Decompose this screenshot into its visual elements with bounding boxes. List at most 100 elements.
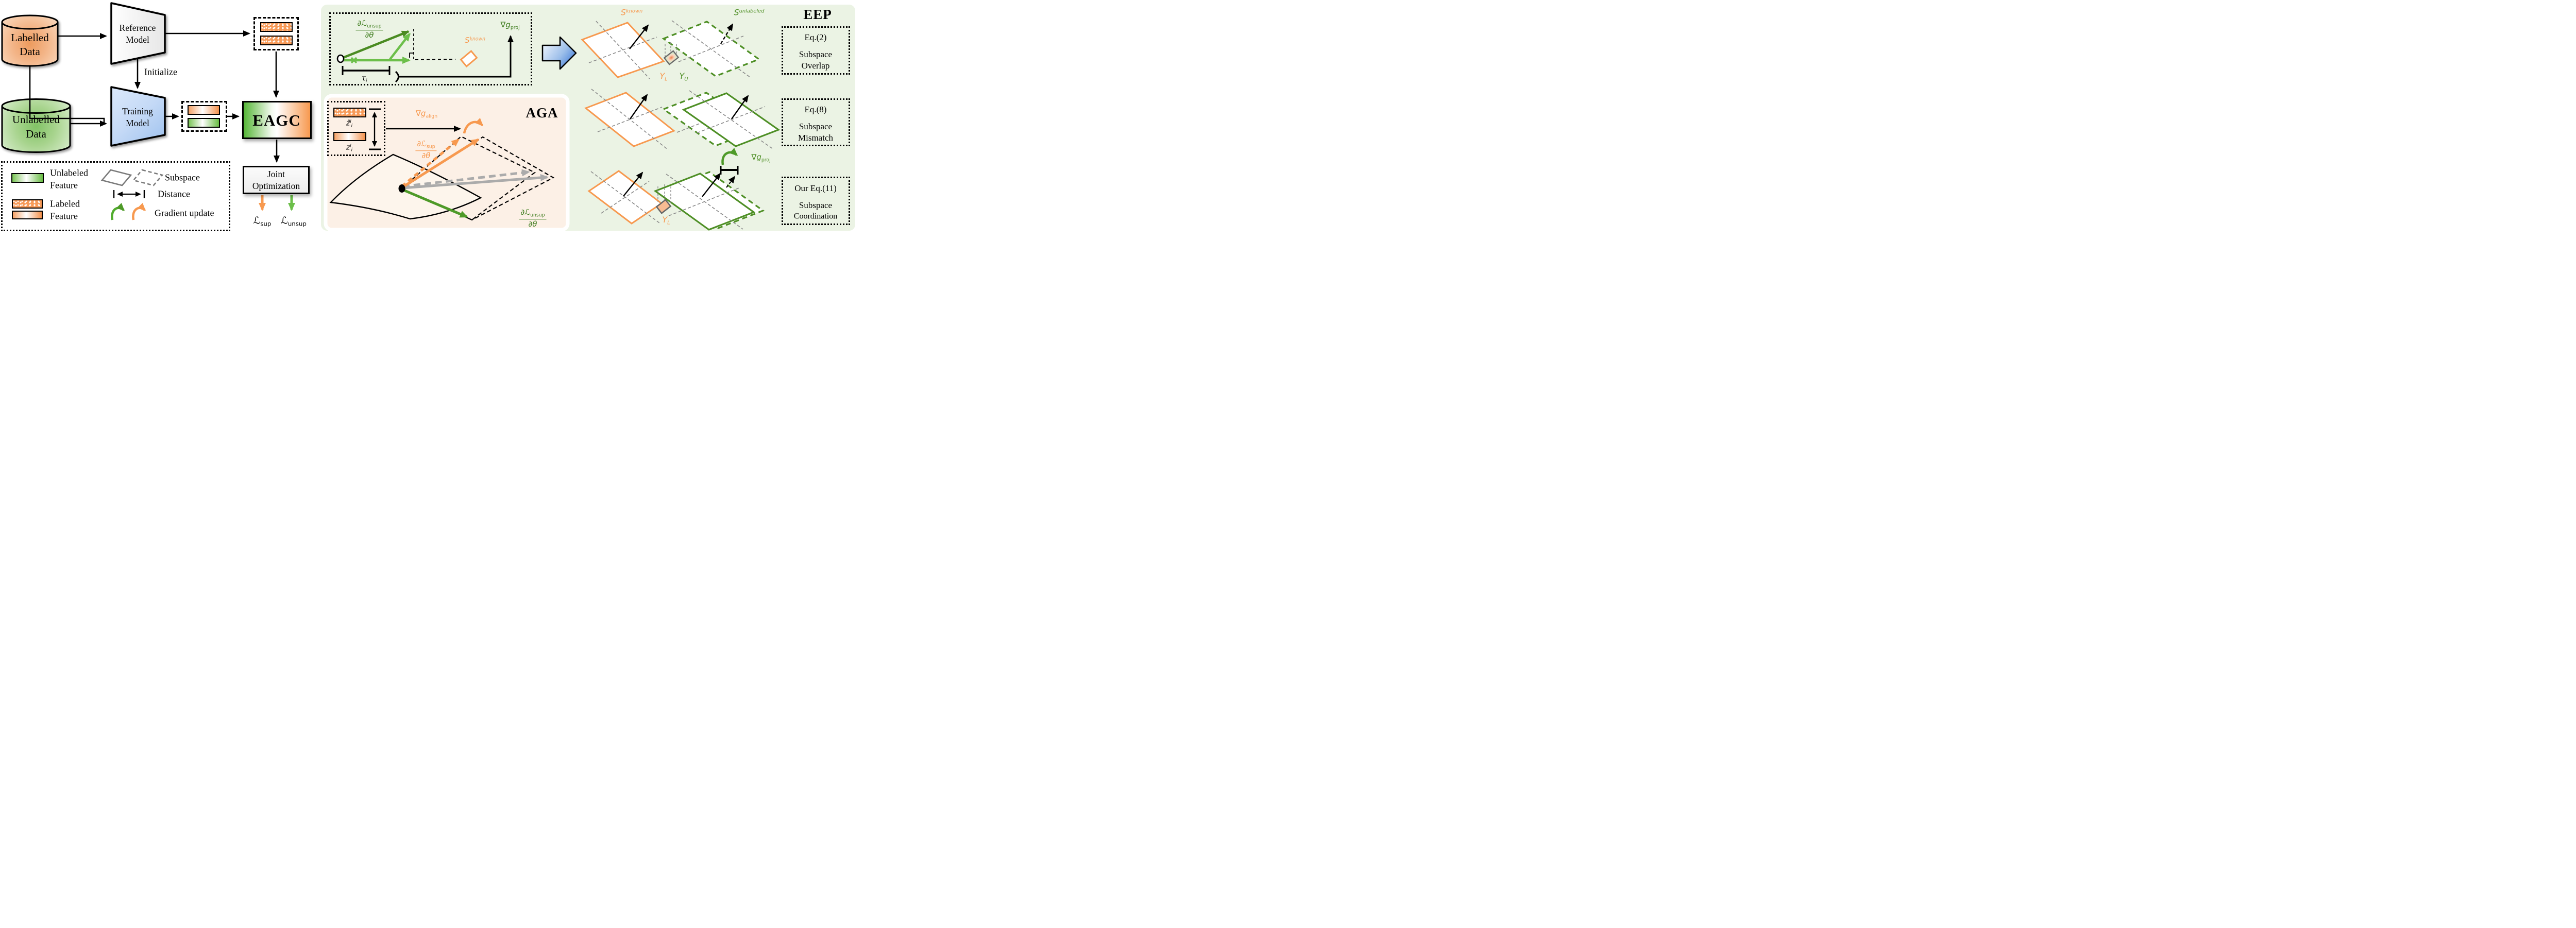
proj-s-known-label: Sknown <box>465 36 485 45</box>
row2-green-normal-arrow <box>731 95 749 119</box>
eq8-line2: Mismatch <box>798 133 833 143</box>
projection-component-arrow <box>389 32 411 60</box>
aga-frac-sup-den: ∂θ <box>421 150 431 160</box>
eep-s-known-s: S <box>620 7 626 18</box>
eep-row3 <box>587 166 765 231</box>
proj-g-proj-sub: proj <box>510 25 520 31</box>
eep-s-known-sup: known <box>625 8 643 14</box>
flowchart-connectors <box>29 30 280 163</box>
eq8-box <box>782 98 850 146</box>
aga-zhat-z: ẑ <box>346 119 350 128</box>
aga-g-align-g: ∇g <box>415 109 426 118</box>
legend-labeled-feature-line1: Labeled <box>50 198 80 209</box>
eagc-box <box>242 101 312 139</box>
proj-g-proj-label: ∇gproj <box>500 21 519 30</box>
row1-green-grid <box>671 20 751 78</box>
aggregate-gradient-arrow-solid <box>402 174 549 190</box>
loss-sup-sub: sup <box>260 220 272 228</box>
proj-frac-num: ∂ℒ <box>357 19 367 28</box>
right-angle-mark <box>409 53 414 58</box>
row2-orange-grid <box>591 89 669 150</box>
proj-grad-unsup-fraction: ∂ℒunsup ∂θ <box>355 19 383 40</box>
legend-subspace-label: Subspace <box>165 172 200 183</box>
row3-orange-normal-arrow <box>623 171 643 197</box>
projection-panel-shapes <box>336 29 514 83</box>
row3-orange-grid <box>590 171 660 224</box>
tau-distance-marker <box>342 66 391 75</box>
eep-y-l-row3-sub: L <box>667 220 670 226</box>
eep-g-proj-sub: proj <box>761 157 771 163</box>
row3-green-normal-arrow <box>702 173 721 197</box>
row3-green-normal-arrow-dashed <box>726 176 736 188</box>
aga-frac-unsup-num-sub: unsup <box>530 212 545 218</box>
aga-frac-sup-num: ∂ℒ <box>417 139 427 149</box>
legend-subspace-solid <box>100 169 132 186</box>
g-proj-arrow <box>399 35 514 78</box>
labeled-feature-rect-1 <box>260 22 293 32</box>
eep-g-proj-label: ∇gproj <box>751 153 770 163</box>
projection-dashed-horizontal <box>415 59 456 60</box>
legend-labeled-feature-line2: Feature <box>50 211 78 221</box>
eep-y-u-label: YU <box>679 72 688 82</box>
tau-bracket <box>395 71 399 83</box>
row1-overlap-projectors <box>665 42 677 57</box>
eep-y-u-sub: U <box>684 76 688 82</box>
row3-green-grid <box>666 174 743 230</box>
eep-y-l-sub: L <box>665 76 668 82</box>
row1-orange-grid <box>588 21 657 79</box>
unlabelled-data-cylinder <box>1 98 71 153</box>
eq2-box <box>782 26 850 75</box>
legend-gradient-update-orange-icon <box>132 202 146 220</box>
eq2-label: Eq.(2) <box>804 32 827 43</box>
sup-gradient-arrow-solid <box>402 138 480 188</box>
row3-overlap-projectors <box>657 184 671 203</box>
joint-optimization-box <box>243 166 310 194</box>
loss-unsup-l: ℒ <box>281 215 288 227</box>
eep-row2 <box>584 89 781 150</box>
proj-frac-den: ∂θ <box>365 30 374 40</box>
row2-orange-normal-arrow <box>630 94 648 119</box>
legend-distance-glyph <box>113 190 145 198</box>
reference-model-line1: Reference <box>119 22 156 33</box>
training-model-line2: Model <box>126 117 149 128</box>
eep-s-unlabeled-s: S <box>734 7 739 18</box>
projection-panel <box>329 12 532 85</box>
aga-frac-sup-num-sub: sup <box>426 144 435 150</box>
row1-green-normal-arrow-dashed <box>720 23 734 44</box>
unlabelled-data-line2: Data <box>26 128 46 141</box>
s-known-mini-subspace <box>460 50 478 67</box>
training-unlabeled-feature-rect <box>188 118 220 128</box>
unsup-gradient-arrow <box>403 188 468 218</box>
aga-z-sub: i <box>351 147 353 153</box>
loss-sup-l: ℒ <box>253 215 261 227</box>
row1-overlap-region <box>663 50 680 65</box>
aga-frac-unsup-num: ∂ℒ <box>520 208 531 217</box>
eep-y-l-row3-y: Y <box>662 215 668 225</box>
proj-g-proj-g: ∇g <box>500 20 511 30</box>
eq11-label: Our Eq.(11) <box>794 183 837 194</box>
loss-unsup-label: ℒunsup <box>281 215 307 228</box>
aga-z-sup: l <box>350 144 351 149</box>
aga-shapes <box>329 108 555 221</box>
loss-sup-label: ℒsup <box>253 215 272 228</box>
clip-x-mark <box>350 57 358 64</box>
labeled-feature-rect-2 <box>260 36 293 45</box>
legend-box <box>1 161 230 231</box>
legend-unlabeled-feature-line1: Unlabeled <box>50 167 88 178</box>
eq8-line1: Subspace <box>799 122 833 132</box>
loss-unsup-sub: unsup <box>287 220 307 228</box>
labelled-data-line1: Labelled <box>11 31 49 44</box>
eep-s-unlabeled-sup: unlabeled <box>739 8 765 14</box>
eep-y-l-label: YL <box>659 72 667 82</box>
proj-s-known-sup: known <box>469 36 485 42</box>
aga-zhat-feature-rect <box>333 108 366 117</box>
aga-zhat-label: ẑli <box>346 119 352 128</box>
legend-unlabeled-feature-swatch <box>11 173 44 183</box>
eq8-label: Eq.(8) <box>804 105 827 115</box>
reference-model-line2: Model <box>126 34 149 45</box>
initialize-label: Initialize <box>144 66 177 77</box>
eep-row1 <box>581 20 761 79</box>
labelled-data-line2: Data <box>20 45 40 58</box>
eq11-line2: Coordination <box>793 212 838 221</box>
legend-gradient-update-label: Gradient update <box>155 208 214 218</box>
